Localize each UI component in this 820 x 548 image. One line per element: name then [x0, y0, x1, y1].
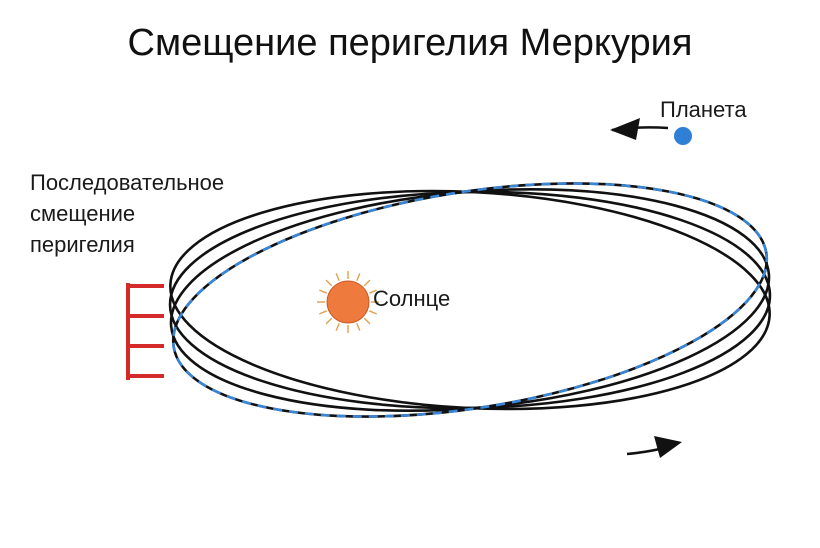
- sun-ray: [319, 289, 328, 294]
- sun-ray: [319, 310, 328, 315]
- planet-label: Планета: [660, 97, 747, 122]
- sun-disc: [326, 280, 370, 324]
- perihelion-shift-label: Последовательное смещение перигелия: [30, 167, 224, 260]
- diagram-title: Смещение перигелия Меркурия: [127, 22, 693, 64]
- perihelion-shift-line-1: Последовательное: [30, 170, 225, 195]
- orbit-ellipse: [169, 187, 771, 413]
- perihelion-marks: [126, 283, 164, 380]
- sun-rays: [317, 271, 379, 333]
- sun-ray: [335, 273, 340, 282]
- arrow-bottom-icon: [626, 436, 682, 458]
- orbit-ellipse: [168, 190, 772, 410]
- sun-label: Солнце: [373, 286, 451, 311]
- planet-dot-icon: [674, 127, 692, 145]
- sun-ray: [363, 279, 371, 287]
- sun-ray: [356, 273, 361, 282]
- sun-ray: [335, 322, 340, 331]
- sun-ray: [356, 322, 361, 331]
- sun-ray: [325, 317, 333, 325]
- sun-ray: [368, 289, 377, 294]
- orbit-group: [168, 182, 772, 418]
- planet-current-orbit: [171, 182, 769, 418]
- sun-icon: [317, 271, 379, 333]
- sun-ray: [368, 310, 377, 315]
- perihelion-shift-line-3: перигелия: [30, 232, 135, 257]
- sun-ray: [325, 279, 333, 287]
- orbit-ellipse: [169, 189, 771, 411]
- arrow-top-icon: [610, 118, 669, 140]
- sun-ray: [363, 317, 371, 325]
- perihelion-shift-line-2: смещение: [30, 201, 136, 226]
